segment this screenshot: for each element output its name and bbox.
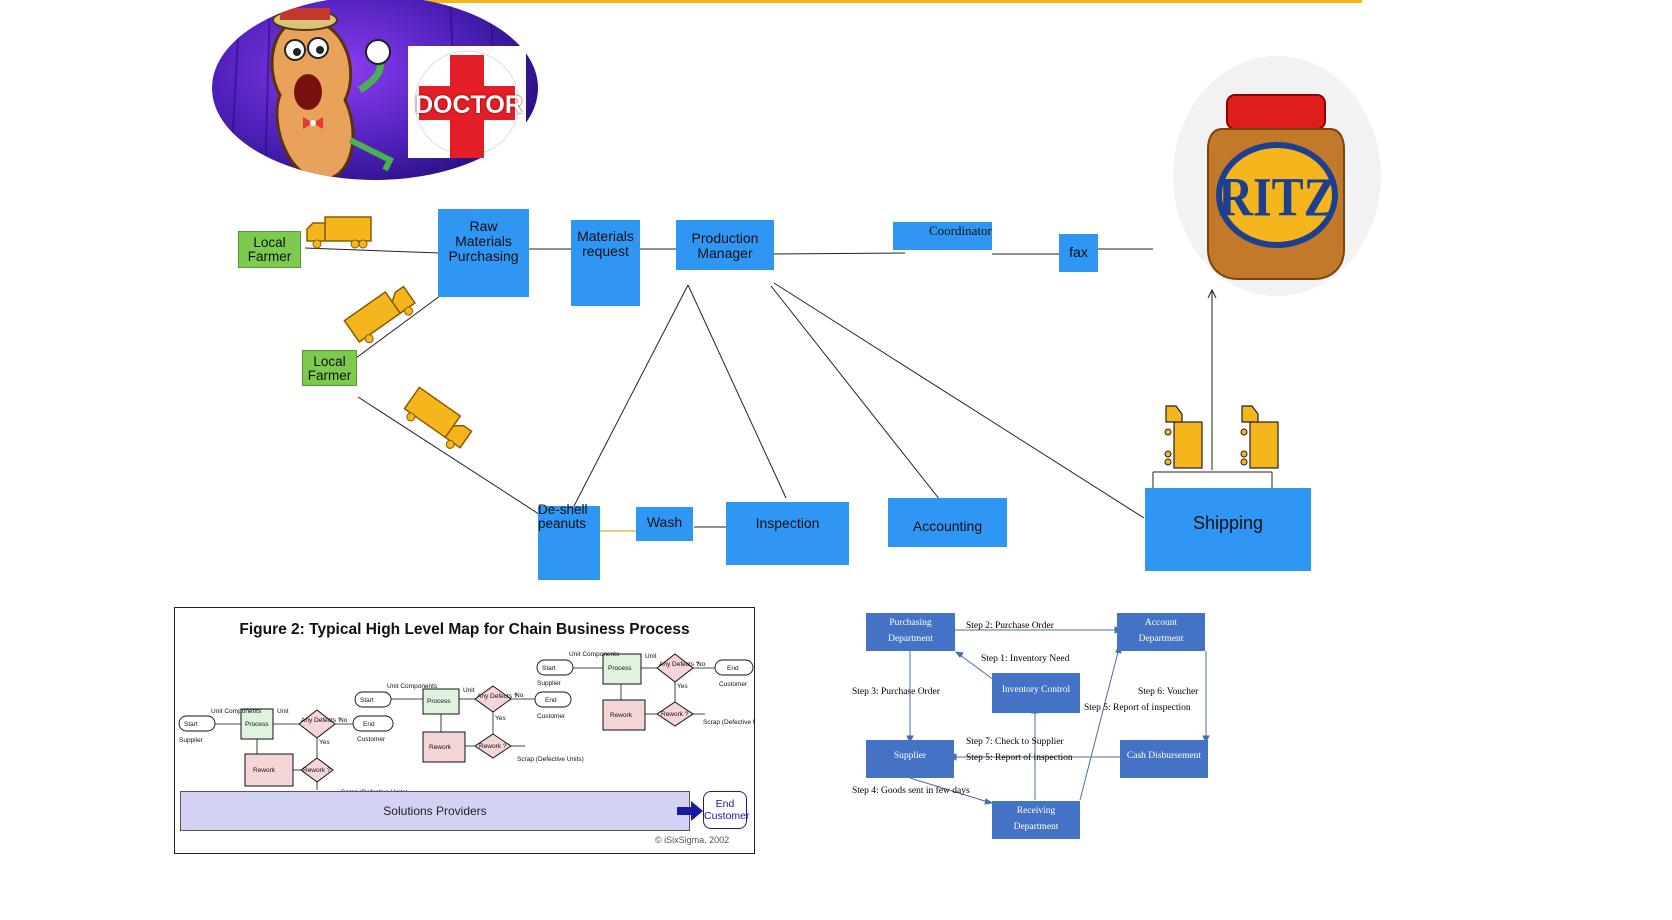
fig2-end-label: End [363, 721, 375, 728]
fig2-customer-label: Customer [537, 713, 566, 720]
receiving-department-box: Receiving Department [992, 801, 1080, 839]
inventory-control-box: Inventory Control [992, 673, 1080, 713]
materials-request-box: Materials request [571, 220, 640, 306]
ritz-jar-image [1173, 56, 1381, 296]
copyright-note: © iSixSigma, 2002 [655, 835, 730, 845]
step2-label: Step 2: Purchase Order [966, 621, 1054, 631]
solutions-providers-bar: Solutions Providers [180, 791, 690, 831]
top-accent-line [404, 0, 1362, 3]
fig2-start-label: Start [360, 697, 374, 704]
figure2-title: Figure 2: Typical High Level Map for Cha… [239, 621, 690, 638]
fig2-unit-label: Unit [463, 687, 475, 694]
fig2-yes-label: Yes [319, 739, 330, 746]
fig2-process-label: Process [427, 698, 451, 705]
coordinator-label: Coordinator [929, 223, 992, 238]
fig2-customer-label: Customer [357, 736, 386, 743]
fig2-no-label: No [339, 717, 348, 724]
step5-label: Step 5: Report of inspection [1084, 703, 1191, 713]
step5-label: Step 5: Report of inspection [966, 753, 1073, 763]
account-department-box: Account Department [1117, 613, 1205, 651]
wash-box: Wash [636, 507, 693, 541]
deshell-peanuts-box: De-shell peanuts [538, 502, 600, 580]
fig2-unit-label: Unit [645, 653, 657, 660]
fig2-end-label: End [545, 697, 557, 704]
fig2-rework-question: Rework ? [303, 767, 331, 774]
fig2-process-label: Process [608, 665, 632, 672]
fig2-unit-label: Unit [277, 708, 289, 715]
local-farmer-box: Local Farmer [302, 350, 357, 386]
supplier-box: Supplier [866, 740, 954, 778]
inspection-box: Inspection [726, 502, 849, 565]
step7-label: Step 7: Check to Supplier [966, 737, 1064, 747]
coordinator-box: Coordinator [893, 222, 992, 250]
fig2-rework-question: Rework ? [479, 743, 507, 750]
step3-label: Step 3: Purchase Order [852, 687, 940, 697]
fig2-start-label: Start [542, 665, 556, 672]
figure2-panel: Figure 2: Typical High Level Map for Cha… [174, 607, 755, 854]
mascot-illustration [212, 0, 538, 180]
deshell-peanuts-label: De-shell peanuts [538, 502, 588, 531]
truck-icon [306, 216, 372, 249]
fig2-yes-label: Yes [495, 715, 506, 722]
truck-icon [403, 386, 473, 449]
fig2-rework-label: Rework [610, 712, 633, 719]
step1-label: Step 1: Inventory Need [981, 654, 1070, 664]
step6-label: Step 6: Voucher [1138, 687, 1199, 697]
fax-box: fax [1059, 234, 1098, 272]
production-manager-box: Production Manager [676, 220, 774, 270]
truck-icon [343, 285, 417, 344]
fig2-customer-label: Customer [719, 681, 748, 688]
fig2-rework-question: Rework ? [661, 711, 689, 718]
ritz-logo-text: RITZ [1218, 167, 1336, 228]
shipping-box: Shipping [1145, 488, 1311, 571]
truck-icon [1240, 405, 1279, 469]
fig2-unit-components-label: Unit Components [569, 651, 620, 658]
fig2-scrap-label: Scrap (Defective Units) [703, 719, 754, 726]
fig2-supplier-label: Supplier [537, 680, 562, 687]
fig2-defects-label: Any Defects ? [301, 717, 342, 724]
fig2-rework-label: Rework [253, 767, 276, 774]
fig2-no-label: No [515, 692, 524, 699]
fig2-process-label: Process [245, 721, 269, 728]
fig2-unit-components-label: Unit Components [387, 683, 438, 690]
fig2-rework-label: Rework [429, 744, 452, 751]
fig2-defects-label: Any Defects ? [659, 661, 700, 668]
local-farmer-box: Local Farmer [238, 231, 301, 268]
end-customer-box: End Customer [703, 791, 750, 829]
fig2-supplier-label: Supplier [179, 737, 204, 744]
doctor-label: DOCTOR [415, 91, 523, 119]
truck-icon [1164, 405, 1203, 469]
step4-label: Step 4: Goods sent in few days [852, 786, 970, 796]
accounting-box: Accounting [888, 498, 1007, 547]
fig2-scrap-label: Scrap (Defective Units) [517, 756, 584, 763]
figure2-process-map: Start Start Start End End End Process Pr… [178, 651, 754, 796]
purchasing-department-box: Purchasing Department [866, 613, 955, 651]
fig2-defects-label: Any Defects ? [477, 693, 518, 700]
raw-materials-purchasing-box: Raw Materials Purchasing [438, 209, 529, 297]
arrow-right-icon [677, 801, 703, 821]
fig2-unit-components-label: Unit Components [211, 708, 262, 715]
fig2-no-label: No [697, 661, 706, 668]
fig2-start-label: Start [184, 721, 198, 728]
fig2-end-label: End [727, 665, 739, 672]
fig2-yes-label: Yes [677, 683, 688, 690]
cash-disbursement-box: Cash Disbursement [1120, 740, 1208, 778]
